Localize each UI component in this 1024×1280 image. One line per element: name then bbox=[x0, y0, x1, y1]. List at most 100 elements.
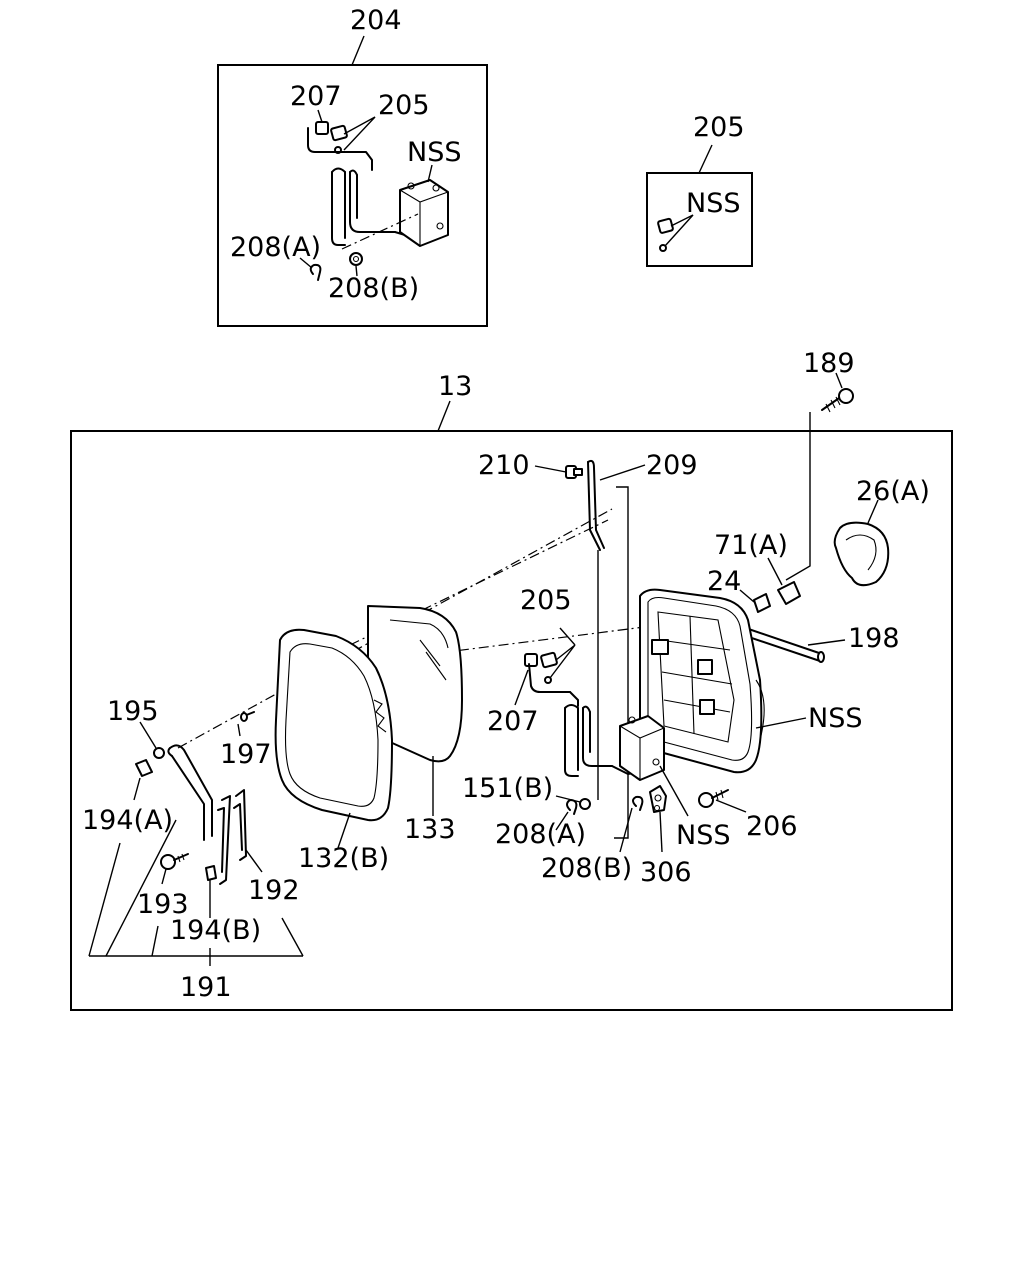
clip-205-box-part bbox=[657, 217, 674, 252]
callout-206[interactable]: 206 bbox=[746, 811, 798, 842]
callout-nss-box[interactable]: NSS bbox=[686, 188, 740, 219]
motor-box-top bbox=[399, 179, 449, 247]
washer-151b-part bbox=[579, 798, 591, 810]
leader-209 bbox=[599, 464, 646, 481]
frame-132b-part bbox=[274, 628, 393, 822]
leader-204 bbox=[351, 35, 365, 66]
leader-24 bbox=[739, 589, 755, 603]
leader-195 bbox=[139, 721, 157, 749]
clip-208b-main-part bbox=[632, 795, 644, 811]
leader-nss-main bbox=[755, 717, 807, 729]
clip-208a-main-part bbox=[566, 799, 578, 815]
clip-208a-top-part bbox=[309, 263, 322, 281]
callout-208b-top[interactable]: 208(B) bbox=[328, 273, 419, 304]
leader-189-line bbox=[785, 412, 811, 581]
leader-205-box-inner bbox=[664, 214, 694, 247]
callout-208a-top[interactable]: 208(A) bbox=[230, 232, 321, 263]
leader-208b-main bbox=[619, 807, 633, 853]
callout-193[interactable]: 193 bbox=[137, 889, 189, 920]
callout-210[interactable]: 210 bbox=[478, 450, 530, 481]
leader-191-e bbox=[281, 917, 304, 957]
clip-71a-part bbox=[777, 581, 801, 605]
callout-132b[interactable]: 132(B) bbox=[298, 843, 389, 874]
callout-26a[interactable]: 26(A) bbox=[856, 476, 930, 507]
callout-24[interactable]: 24 bbox=[707, 566, 741, 597]
leader-nss-top bbox=[427, 164, 433, 183]
callout-133[interactable]: 133 bbox=[404, 814, 456, 845]
callout-208b-main[interactable]: 208(B) bbox=[541, 853, 632, 884]
leader-205-main bbox=[549, 627, 576, 679]
callout-209[interactable]: 209 bbox=[646, 450, 698, 481]
leader-207-top bbox=[317, 109, 323, 123]
leader-nss-bottom bbox=[659, 765, 689, 817]
callout-192[interactable]: 192 bbox=[248, 875, 300, 906]
inset-204: 204 207 205 bbox=[217, 5, 488, 327]
callout-nss-main[interactable]: NSS bbox=[808, 703, 862, 734]
leader-197 bbox=[237, 723, 241, 737]
leader-191-c bbox=[151, 925, 159, 957]
callout-207-main[interactable]: 207 bbox=[487, 706, 539, 737]
callout-197[interactable]: 197 bbox=[220, 739, 272, 770]
main-frame bbox=[70, 430, 953, 1011]
pin-197-part bbox=[240, 711, 255, 722]
leader-210 bbox=[534, 465, 567, 473]
callout-205-box[interactable]: 205 bbox=[693, 112, 745, 143]
harness-top bbox=[331, 151, 426, 246]
leader-189 bbox=[835, 372, 843, 389]
main-assembly: 13 189 210 209 bbox=[70, 348, 953, 1011]
axis-top bbox=[341, 213, 419, 250]
leader-151b bbox=[555, 795, 581, 803]
callout-191[interactable]: 191 bbox=[180, 972, 232, 1003]
rod-209-part bbox=[587, 459, 605, 551]
callout-71a[interactable]: 71(A) bbox=[714, 530, 788, 561]
leader-26a bbox=[867, 499, 879, 524]
clip-207-part bbox=[307, 121, 335, 153]
leader-208b-top bbox=[355, 265, 358, 277]
clip-205-main-part bbox=[540, 651, 558, 684]
nut-195-part bbox=[153, 747, 165, 759]
screw-206-part bbox=[698, 789, 729, 808]
leader-205-box bbox=[698, 144, 713, 174]
callout-194b[interactable]: 194(B) bbox=[170, 915, 261, 946]
callout-198[interactable]: 198 bbox=[848, 623, 900, 654]
cover-26a-part bbox=[833, 521, 890, 587]
callout-205-main[interactable]: 205 bbox=[520, 585, 572, 616]
clip-208b-top-part bbox=[349, 252, 363, 266]
callout-189[interactable]: 189 bbox=[803, 348, 855, 379]
arm-bracket-part bbox=[167, 744, 213, 841]
callout-205-top[interactable]: 205 bbox=[378, 90, 430, 121]
leader-192 bbox=[245, 849, 263, 873]
bolt-210-part bbox=[565, 465, 583, 479]
callout-13[interactable]: 13 bbox=[438, 371, 472, 402]
leader-71a bbox=[767, 557, 783, 586]
bracket-306-part bbox=[649, 785, 667, 813]
callout-306[interactable]: 306 bbox=[640, 857, 692, 888]
leader-191-a bbox=[88, 842, 121, 957]
clip-207-main-part bbox=[524, 653, 571, 693]
leader-208a-top bbox=[299, 257, 313, 269]
leader-306 bbox=[659, 811, 663, 853]
callout-207-top[interactable]: 207 bbox=[290, 81, 342, 112]
clip-205-part bbox=[330, 124, 348, 154]
callout-195[interactable]: 195 bbox=[107, 696, 159, 727]
clip-194a-part bbox=[135, 759, 153, 777]
bracket-209 bbox=[614, 486, 629, 839]
motor-box-main bbox=[619, 715, 665, 781]
callout-194a[interactable]: 194(A) bbox=[82, 805, 173, 836]
inset-205: 205 NSS bbox=[646, 112, 753, 267]
leader-207-main bbox=[514, 669, 529, 706]
harness-main bbox=[564, 691, 641, 777]
callout-nss-top[interactable]: NSS bbox=[407, 137, 461, 168]
callout-nss-bottom[interactable]: NSS bbox=[676, 820, 730, 851]
clip-24-part bbox=[753, 593, 771, 613]
callout-204[interactable]: 204 bbox=[350, 5, 402, 36]
leader-132b bbox=[337, 812, 351, 849]
leader-194a bbox=[133, 777, 141, 801]
callout-208a-main[interactable]: 208(A) bbox=[495, 819, 586, 850]
leader-13 bbox=[437, 400, 451, 432]
callout-151b[interactable]: 151(B) bbox=[462, 773, 553, 804]
leader-193 bbox=[161, 868, 167, 885]
clip-194b-part bbox=[205, 865, 217, 881]
screw-189-part bbox=[821, 388, 854, 413]
